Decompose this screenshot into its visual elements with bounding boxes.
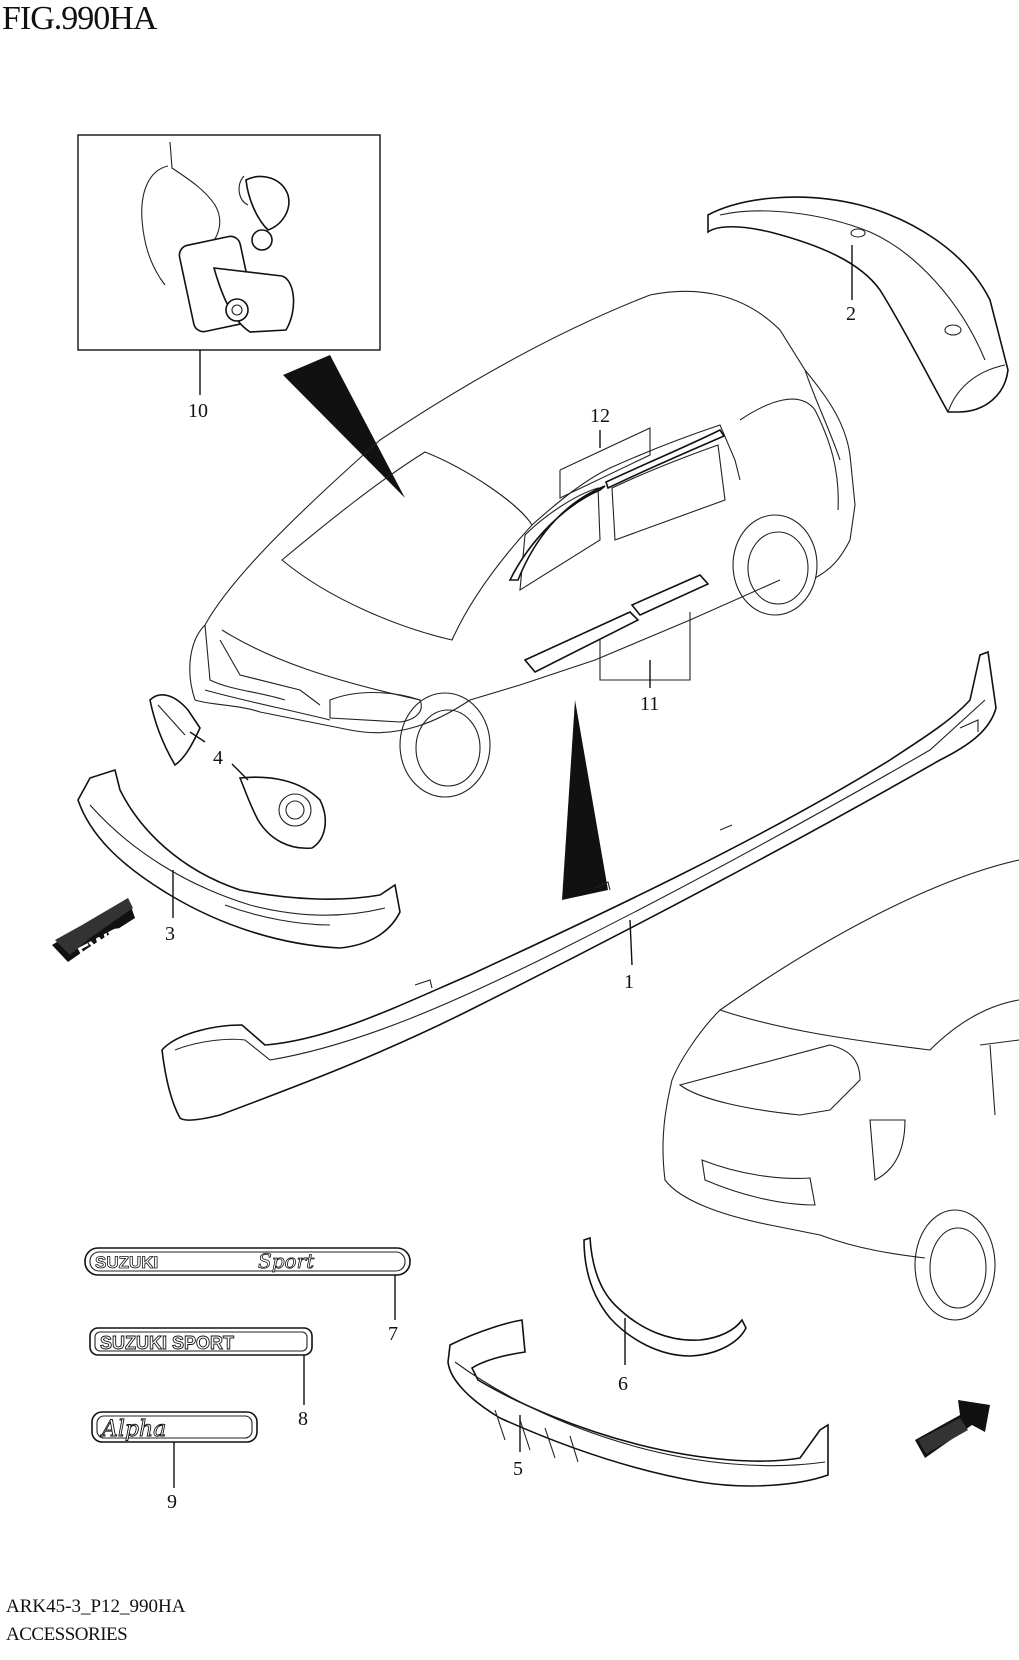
part-8-emblem-suzuki-sport-block[interactable]: SUZUKI SPORT [89,1327,313,1356]
callout-3: 3 [165,923,175,945]
callout-6: 6 [618,1373,628,1395]
svg-text:Alpha: Alpha [100,1417,166,1442]
part-9-emblem-alpha[interactable]: Alpha [91,1411,258,1443]
callout-4: 4 [213,747,223,769]
callout-5: 5 [513,1458,523,1480]
part-4-fog-lamp-bezel[interactable] [149,694,327,850]
callout-1: 1 [624,971,634,993]
vehicle-rear-outline [662,859,1019,1321]
part-3-front-spoiler[interactable] [77,768,401,949]
callout-10: 10 [188,400,208,422]
callout-11: 11 [640,693,659,715]
callout-7: 7 [388,1323,398,1345]
callout-9: 9 [167,1491,177,1513]
callout-8: 8 [298,1408,308,1430]
section-title: ACCESSORIES [6,1624,128,1645]
part-5-rear-spoiler[interactable] [447,1319,829,1487]
fwd-arrow-left: FWD [52,898,135,967]
fwd-arrow-right: FWD [915,1400,990,1477]
part-6-rear-garnish[interactable] [583,1236,747,1357]
svg-text:SUZUKI: SUZUKI [95,1253,158,1272]
vehicle-front-outline [189,290,856,798]
part-2-roof-spoiler[interactable] [707,196,1009,413]
callout-12: 12 [590,405,610,427]
svg-text:SUZUKI SPORT: SUZUKI SPORT [100,1333,234,1353]
pointer-arrow-roof [283,355,405,498]
callout-2: 2 [846,303,856,325]
figure-title: FIG.990HA [2,0,157,37]
part-7-emblem-suzuki-sport[interactable]: SUZUKI Sport [84,1247,411,1276]
part-10-harness-inset[interactable] [77,134,381,351]
part-1-side-skirt[interactable] [161,650,997,1121]
drawing-code: ARK45-3_P12_990HA [6,1596,186,1617]
svg-text:Sport: Sport [258,1249,315,1273]
inset-frame [77,134,381,351]
part-11-side-molding[interactable] [523,574,710,674]
pointer-arrow-side [562,700,608,900]
part-12-window-visor[interactable] [508,428,726,581]
